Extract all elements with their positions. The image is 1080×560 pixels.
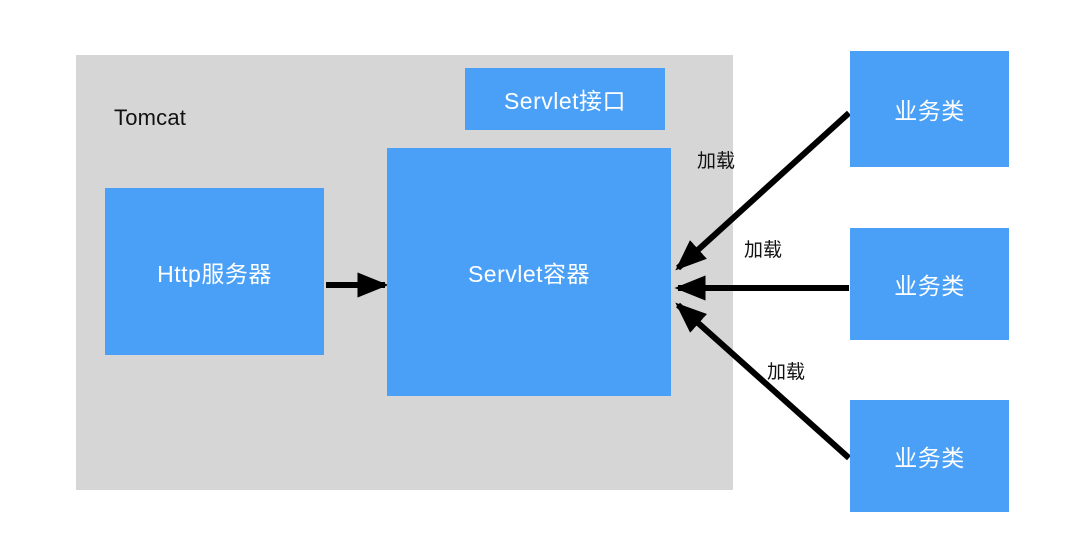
node-servlet-interface[interactable]: Servlet接口 [465, 68, 665, 130]
node-business-class-3[interactable]: 业务类 [850, 400, 1009, 512]
edge-label-load-2: 加载 [744, 240, 783, 261]
node-http-server[interactable]: Http服务器 [105, 188, 324, 355]
node-http-server-label: Http服务器 [157, 260, 272, 287]
edge-label-load-3: 加载 [767, 362, 806, 383]
edge-label-load-1: 加载 [697, 151, 736, 172]
node-servlet-container-label: Servlet容器 [467, 261, 591, 287]
node-servlet-interface-label: Servlet接口 [503, 88, 627, 114]
node-business-class-2-label: 业务类 [894, 273, 965, 299]
node-business-class-3-label: 业务类 [894, 445, 965, 471]
node-business-class-2[interactable]: 业务类 [850, 228, 1009, 340]
tomcat-region-label: Tomcat [114, 105, 187, 130]
node-business-class-1-label: 业务类 [894, 98, 965, 124]
node-servlet-container[interactable]: Servlet容器 [387, 148, 671, 396]
node-business-class-1[interactable]: 业务类 [850, 51, 1009, 167]
